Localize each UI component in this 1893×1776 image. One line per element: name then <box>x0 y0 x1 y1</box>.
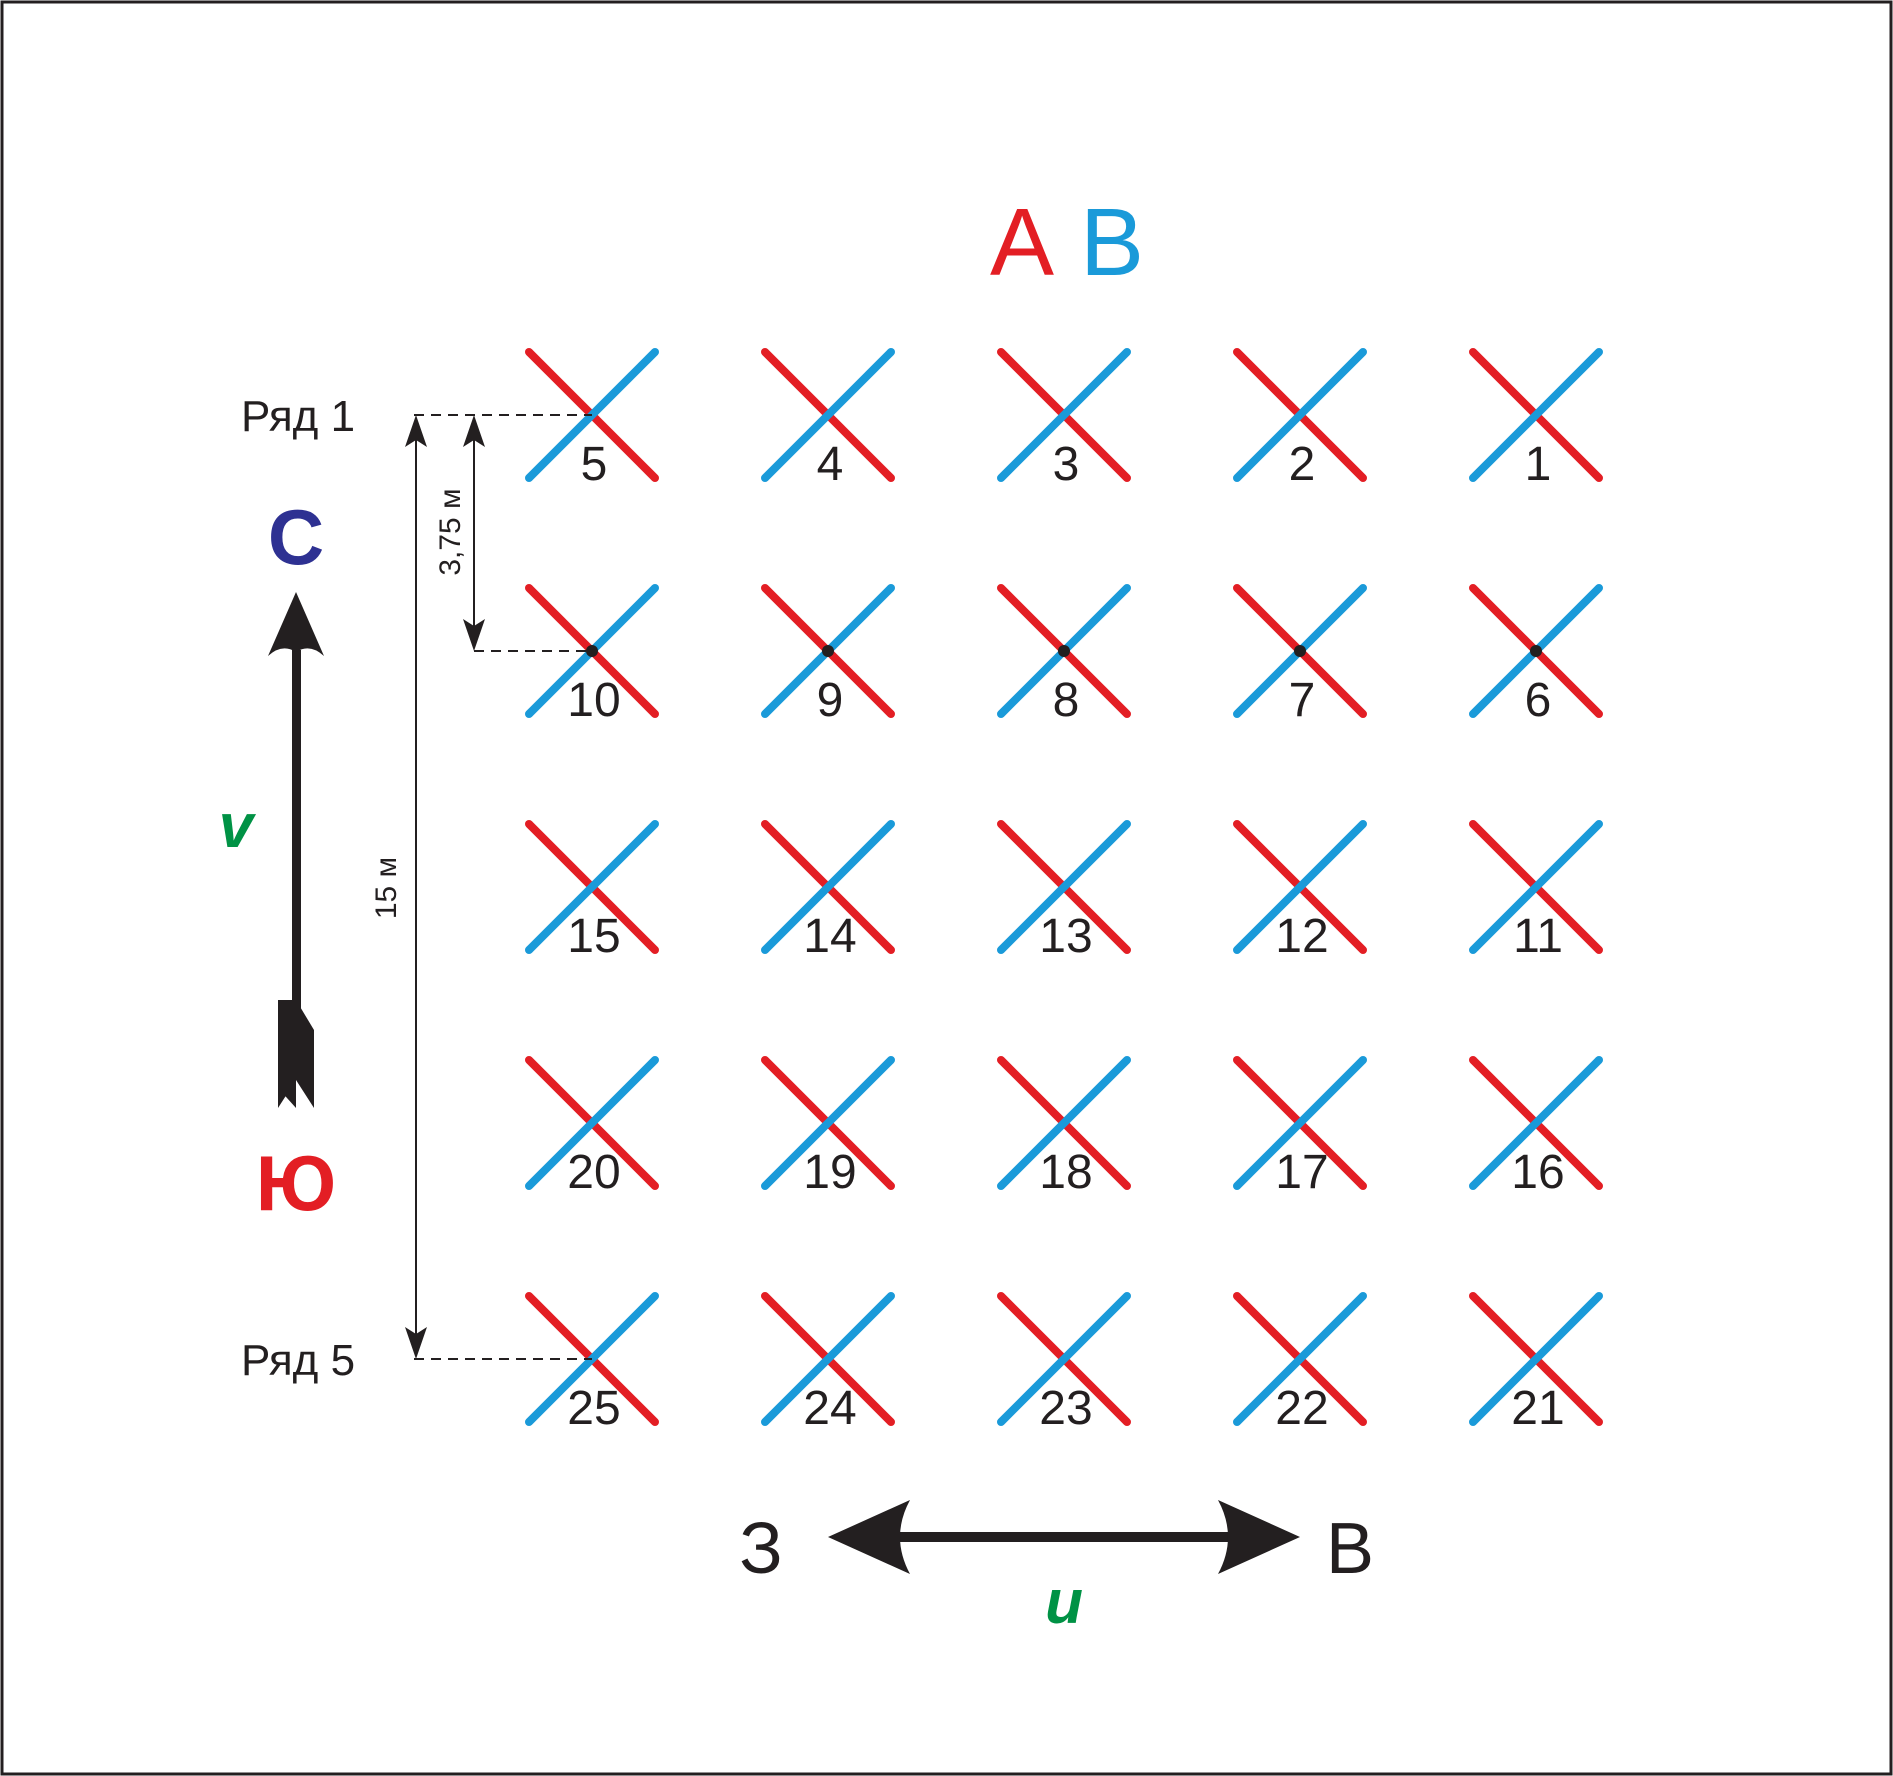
plant-cross-12: 12 <box>1233 820 1367 963</box>
dimension-15m-label: 15 м <box>370 857 403 919</box>
stem-b <box>997 1056 1131 1190</box>
u-vector-label: u <box>1045 1568 1083 1637</box>
plant-number: 5 <box>581 438 608 491</box>
stem-b <box>1233 1292 1367 1426</box>
west-east-arrow <box>828 1500 1300 1574</box>
v-vector-label: v <box>219 792 257 861</box>
stem-b <box>997 820 1131 954</box>
plant-number: 4 <box>817 438 844 491</box>
plant-cross-8: 8 <box>997 584 1131 727</box>
plant-number: 18 <box>1039 1146 1092 1199</box>
stem-b <box>1233 820 1367 954</box>
stem-b <box>997 348 1131 482</box>
dimension-3-75m <box>463 415 485 651</box>
stem-b <box>1469 1056 1603 1190</box>
plant-number: 7 <box>1289 674 1316 727</box>
plant-cross-14: 14 <box>761 820 895 963</box>
plant-number: 17 <box>1275 1146 1328 1199</box>
plant-number: 3 <box>1053 438 1080 491</box>
plant-cross-3: 3 <box>997 348 1131 491</box>
center-dot <box>1294 645 1306 657</box>
dimension-15m <box>405 415 427 1359</box>
center-dot <box>1058 645 1070 657</box>
stem-b <box>525 1056 659 1190</box>
plant-cross-13: 13 <box>997 820 1131 963</box>
plant-number: 11 <box>1513 910 1563 963</box>
plant-cross-16: 16 <box>1469 1056 1603 1199</box>
stem-b <box>1233 348 1367 482</box>
center-dot <box>586 645 598 657</box>
plant-cross-1: 1 <box>1469 348 1603 491</box>
stem-b <box>761 1056 895 1190</box>
plant-number: 1 <box>1525 438 1552 491</box>
east-label: В <box>1326 1509 1374 1589</box>
plant-cross-17: 17 <box>1233 1056 1367 1199</box>
plant-number: 2 <box>1289 438 1316 491</box>
stem-b <box>1233 1056 1367 1190</box>
plant-number: 14 <box>803 910 856 963</box>
stem-b <box>761 820 895 954</box>
north-label: С <box>268 493 324 581</box>
plant-cross-4: 4 <box>761 348 895 491</box>
plant-cross-2: 2 <box>1233 348 1367 491</box>
north-arrow <box>268 592 324 1108</box>
plant-cross-7: 7 <box>1233 584 1367 727</box>
stem-b <box>1469 1292 1603 1426</box>
plant-number: 6 <box>1525 674 1552 727</box>
legend-b: B <box>1080 189 1144 296</box>
plant-number: 21 <box>1511 1382 1564 1435</box>
stem-b <box>1469 348 1603 482</box>
row-1-label: Ряд 1 <box>241 392 355 441</box>
stem-b <box>997 1292 1131 1426</box>
stem-b <box>525 820 659 954</box>
plant-cross-22: 22 <box>1233 1292 1367 1435</box>
plant-cross-23: 23 <box>997 1292 1131 1435</box>
plant-number: 10 <box>567 674 620 727</box>
plant-cross-9: 9 <box>761 584 895 727</box>
plant-number: 15 <box>567 910 620 963</box>
legend-a: A <box>990 189 1054 296</box>
plant-number: 13 <box>1039 910 1092 963</box>
center-dot <box>1530 645 1542 657</box>
plant-number: 23 <box>1039 1382 1092 1435</box>
plant-number: 22 <box>1275 1382 1328 1435</box>
plant-cross-20: 20 <box>525 1056 659 1199</box>
dimension-extension-lines <box>414 414 592 1360</box>
plant-cross-24: 24 <box>761 1292 895 1435</box>
south-label: Ю <box>256 1139 336 1227</box>
plant-number: 20 <box>567 1146 620 1199</box>
plant-cross-21: 21 <box>1469 1292 1603 1435</box>
plant-number: 9 <box>817 674 844 727</box>
row-5-label: Ряд 5 <box>241 1336 355 1385</box>
dimension-3-75m-label: 3,75 м <box>434 488 467 575</box>
stem-b <box>1469 820 1603 954</box>
plant-number: 24 <box>803 1382 856 1435</box>
plant-cross-11: 11 <box>1469 820 1603 963</box>
plant-number: 16 <box>1511 1146 1564 1199</box>
stem-b <box>761 348 895 482</box>
center-dot <box>822 645 834 657</box>
plant-number: 25 <box>567 1382 620 1435</box>
plant-cross-18: 18 <box>997 1056 1131 1199</box>
plant-cross-19: 19 <box>761 1056 895 1199</box>
plant-cross-10: 10 <box>525 584 659 727</box>
stem-b <box>761 1292 895 1426</box>
west-label: З <box>739 1509 783 1589</box>
plant-number: 8 <box>1053 674 1080 727</box>
plant-number: 12 <box>1275 910 1328 963</box>
plant-cross-15: 15 <box>525 820 659 963</box>
plant-number: 19 <box>803 1146 856 1199</box>
plant-cross-6: 6 <box>1469 584 1603 727</box>
